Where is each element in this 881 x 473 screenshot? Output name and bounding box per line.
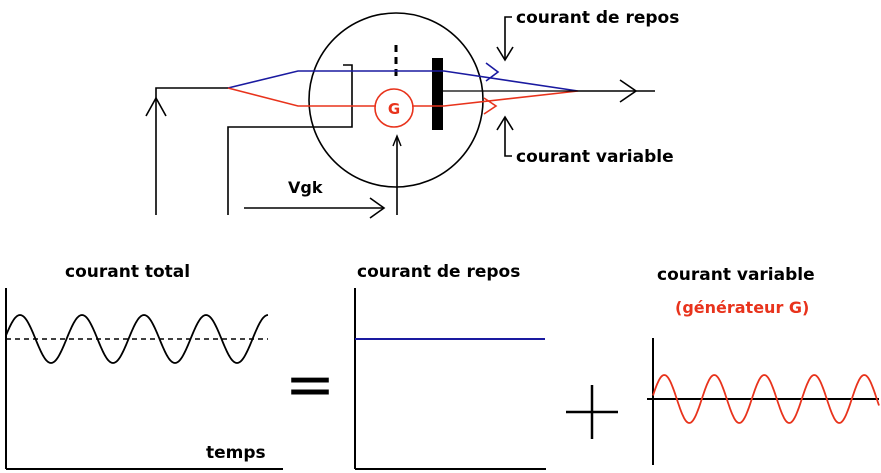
quiescent-current-path xyxy=(227,70,579,92)
tube-envelope xyxy=(308,12,484,188)
callout-repos-line xyxy=(504,16,512,60)
grid-wire xyxy=(227,64,353,215)
vgk-label: Vgk xyxy=(288,178,323,197)
total-current-wave xyxy=(5,314,269,364)
generator-g-label: G xyxy=(388,100,400,118)
generateur-label: (générateur G) xyxy=(675,298,809,317)
tube-schematic: G Vgk courant de repos courant variable xyxy=(145,8,679,219)
variable-current-path xyxy=(227,87,376,107)
input-arrow-head xyxy=(145,96,167,117)
plus-sign xyxy=(566,385,618,439)
generator-g xyxy=(374,88,414,128)
equals-sign: = xyxy=(285,350,335,420)
courant-de-repos-label-top: courant de repos xyxy=(516,8,679,28)
generator-wire-arrow xyxy=(392,134,402,147)
vgk-arrow-head xyxy=(369,197,386,219)
variable-arrow-head xyxy=(483,97,498,115)
courant-total-title: courant total xyxy=(65,262,190,282)
courant-variable-title: courant variable xyxy=(657,265,815,285)
callout-variable-arrow xyxy=(496,115,514,131)
plot-courant-total: courant total temps xyxy=(5,262,283,470)
variable-current-wave xyxy=(652,374,880,424)
callout-repos-arrow xyxy=(496,46,514,62)
quiescent-arrow-head xyxy=(485,62,500,82)
plot-courant-de-repos: courant de repos xyxy=(354,262,546,470)
courant-variable-label-top: courant variable xyxy=(516,147,674,167)
callout-variable-line xyxy=(504,118,512,157)
cathode-wire xyxy=(155,87,230,215)
output-arrow-head xyxy=(619,79,638,103)
anode-plate xyxy=(432,58,443,130)
temps-label: temps xyxy=(206,443,266,463)
plot-courant-variable: courant variable (générateur G) xyxy=(647,265,880,465)
variable-current-path-right xyxy=(412,90,579,107)
courant-de-repos-title: courant de repos xyxy=(357,262,520,282)
